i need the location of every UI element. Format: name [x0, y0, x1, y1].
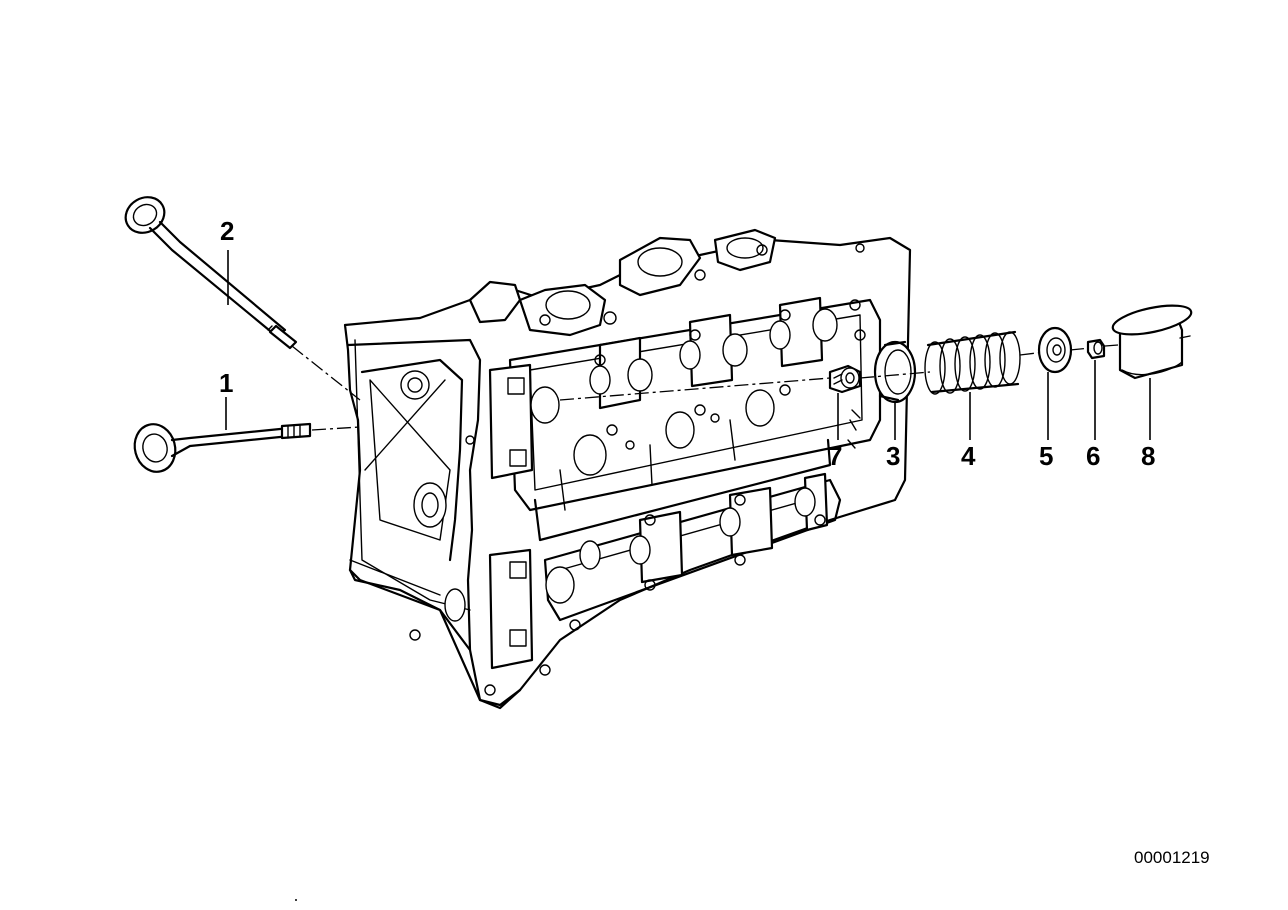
- lower-cam-journals: [488, 472, 829, 676]
- spring-retainer: [1037, 326, 1073, 374]
- valve-stem-seal: [828, 364, 862, 394]
- callout-4: 4: [961, 441, 976, 471]
- callout-8: 8: [1141, 441, 1155, 471]
- cylinder-head: [343, 228, 912, 710]
- valve-spring: [924, 330, 1021, 395]
- valve-keeper: [1086, 338, 1106, 360]
- leader-lines: [225, 250, 1151, 440]
- diagram-reference-number: 00001219: [1134, 848, 1210, 867]
- bucket-tappet: [1111, 304, 1193, 380]
- callout-2: 2: [220, 216, 234, 246]
- spring-seat: [873, 340, 917, 404]
- callout-7: 7: [828, 441, 842, 471]
- valve-intake: [133, 422, 312, 473]
- stray-dot: [295, 899, 297, 901]
- callout-6: 6: [1086, 441, 1100, 471]
- valve-exhaust: [124, 196, 298, 350]
- upper-cam-journals: [488, 296, 866, 480]
- callout-3: 3: [886, 441, 900, 471]
- callout-5: 5: [1039, 441, 1053, 471]
- callout-1: 1: [219, 368, 233, 398]
